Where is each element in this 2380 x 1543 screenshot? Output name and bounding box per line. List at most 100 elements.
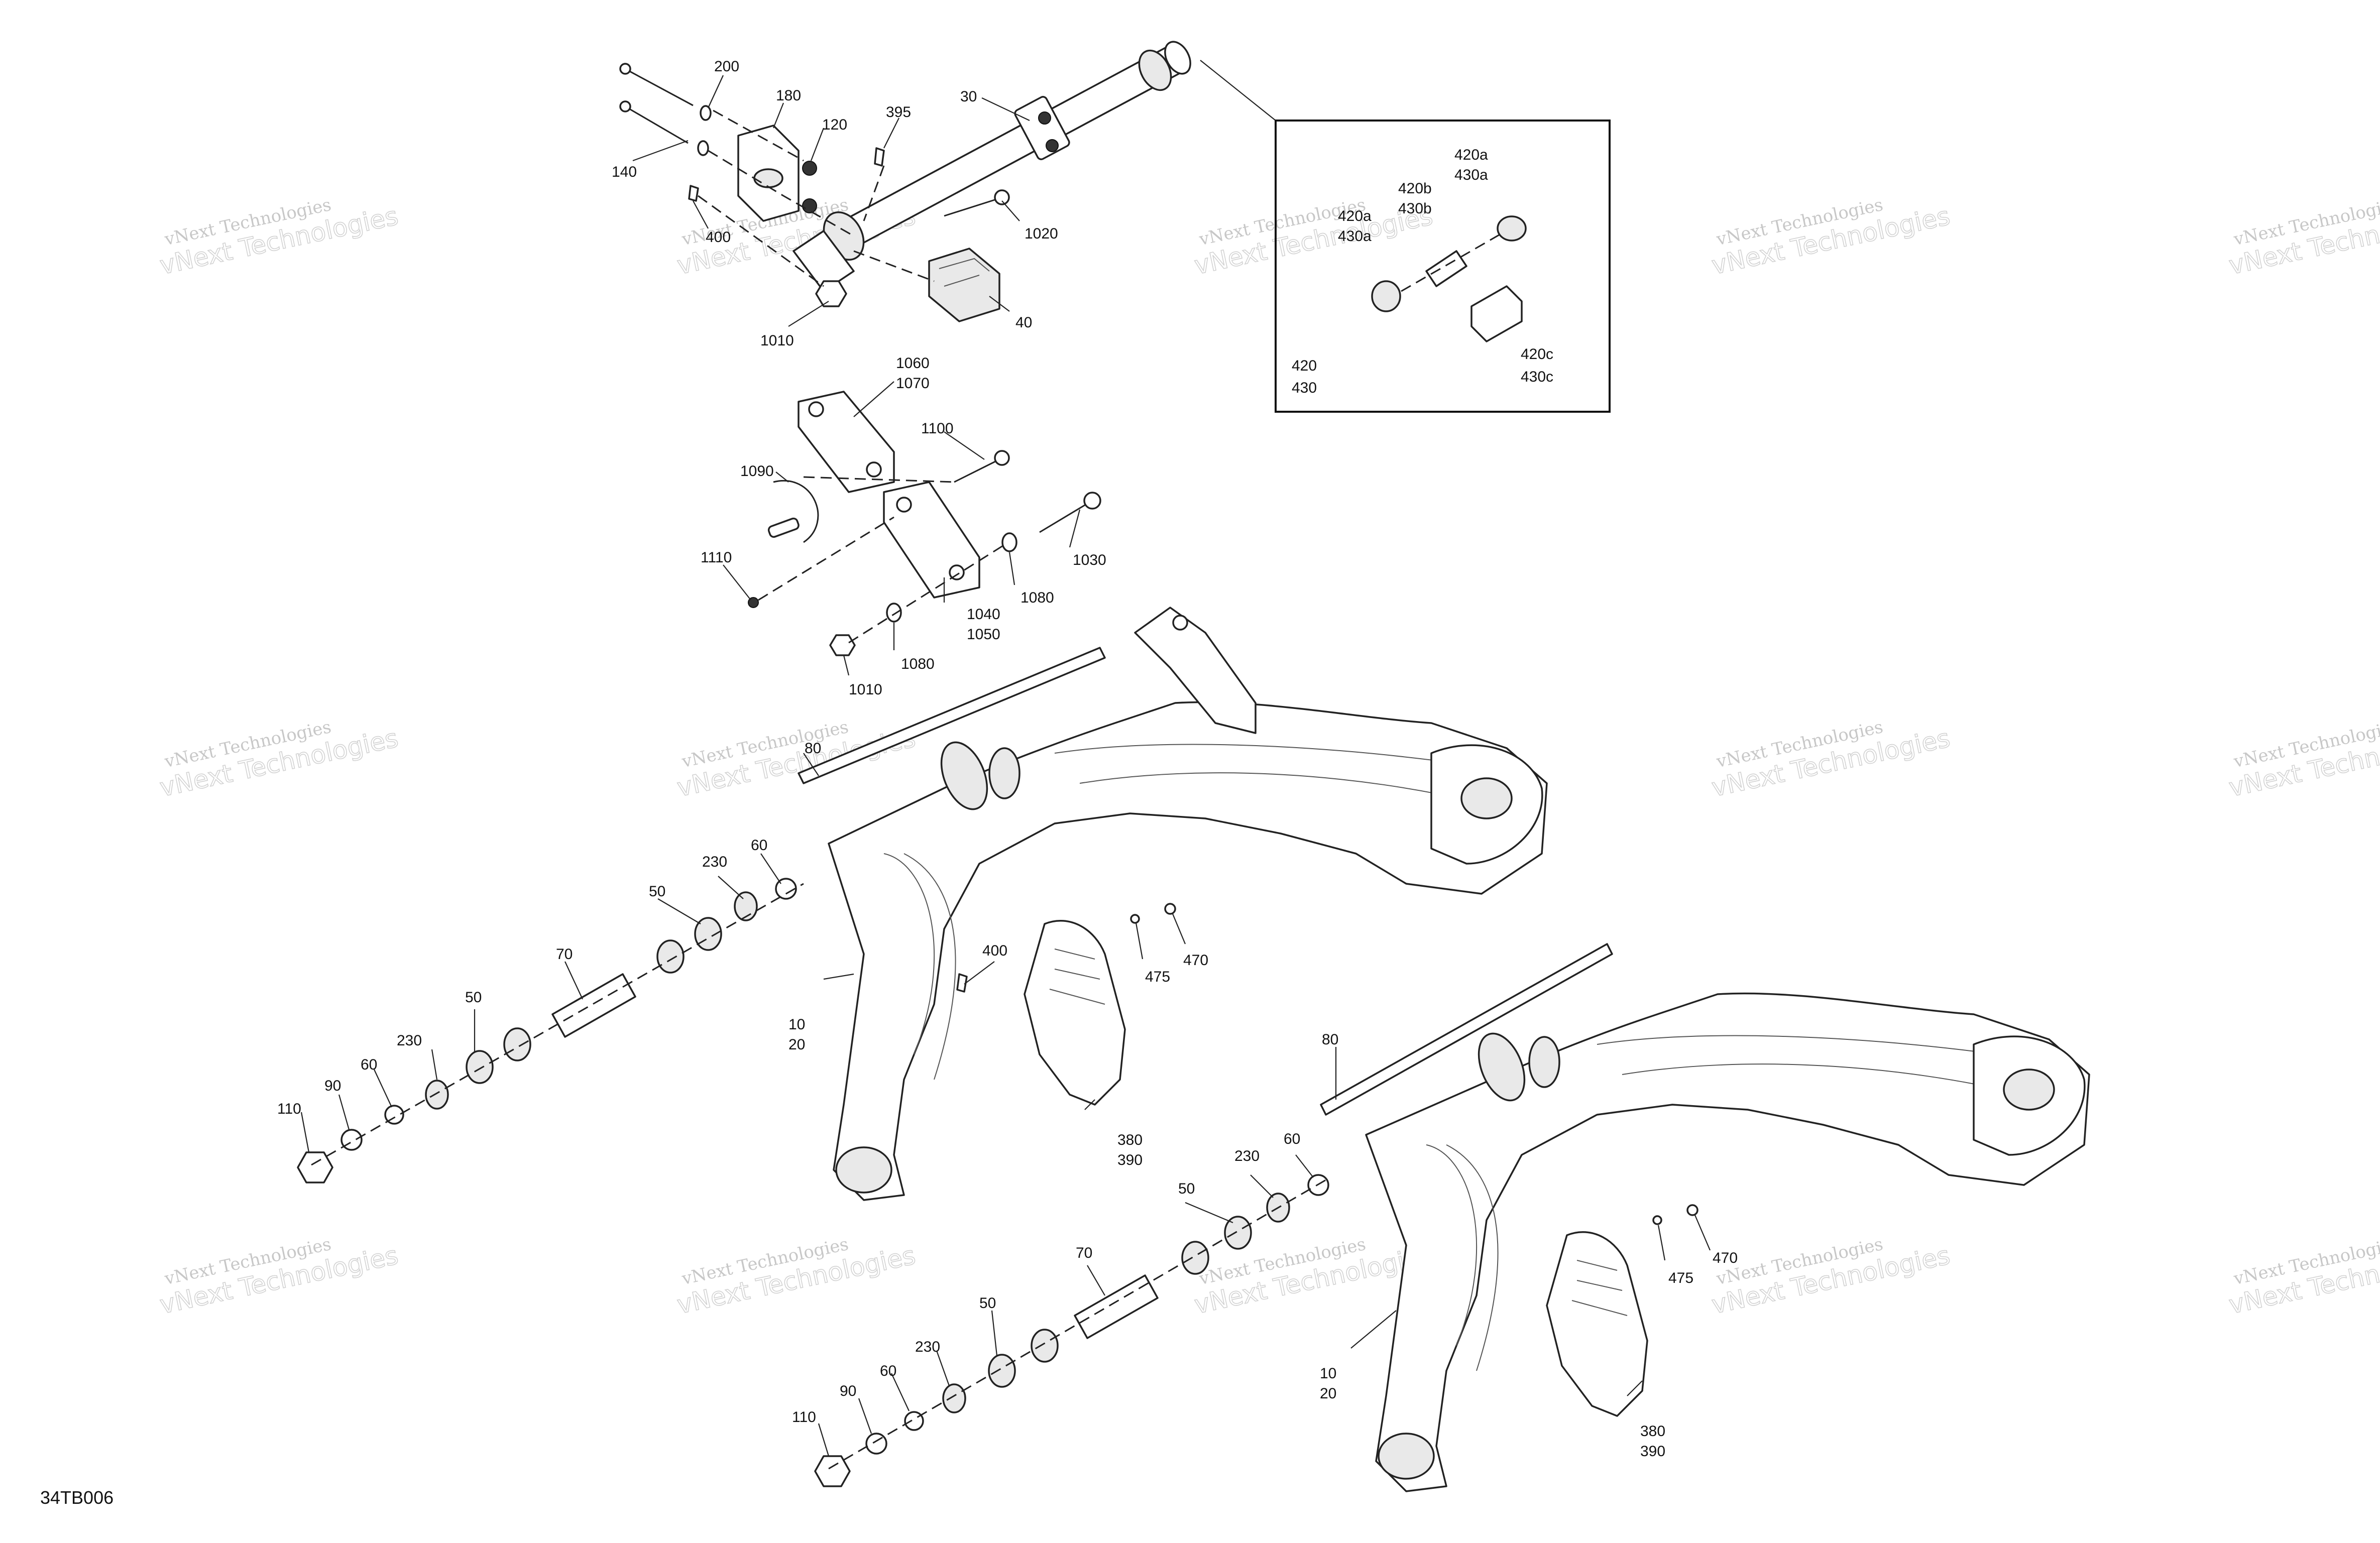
callout-380[interactable]: 380: [1640, 1423, 1665, 1440]
callout-120[interactable]: 120: [822, 116, 847, 133]
bearing-50[interactable]: [503, 1027, 531, 1061]
inset-callout-430b[interactable]: 430b: [1398, 200, 1432, 217]
callout-470[interactable]: 470: [1713, 1250, 1738, 1266]
fitting-400[interactable]: [688, 185, 699, 202]
callout-50[interactable]: 50: [1178, 1180, 1195, 1197]
washer-1080[interactable]: [886, 603, 902, 623]
callout-390[interactable]: 390: [1640, 1443, 1665, 1460]
callout-140[interactable]: 140: [612, 164, 637, 180]
seal-60[interactable]: [775, 878, 797, 900]
inset-callout-420b[interactable]: 420b: [1398, 180, 1432, 197]
callout-395[interactable]: 395: [886, 104, 911, 121]
callout-40[interactable]: 40: [1015, 314, 1032, 331]
nut-110[interactable]: [297, 1151, 333, 1183]
callout-400[interactable]: 400: [706, 229, 731, 246]
callout-70[interactable]: 70: [556, 946, 573, 963]
callout-90[interactable]: 90: [324, 1078, 341, 1094]
callout-80[interactable]: 80: [1322, 1031, 1338, 1048]
callout-50[interactable]: 50: [649, 883, 665, 900]
inset-clamp-420c[interactable]: [1470, 285, 1523, 342]
inset-callout-430c[interactable]: 430c: [1521, 369, 1553, 385]
trailing-arm-10[interactable]: [828, 701, 1548, 1201]
callout-1080[interactable]: 1080: [1021, 589, 1054, 606]
washer[interactable]: [697, 140, 709, 156]
washer[interactable]: [700, 105, 712, 121]
callout-60[interactable]: 60: [361, 1056, 377, 1073]
washer-475[interactable]: [1130, 914, 1140, 924]
callout-1030[interactable]: 1030: [1073, 552, 1106, 568]
callout-230[interactable]: 230: [1234, 1148, 1260, 1164]
bolt-140-head[interactable]: [619, 100, 631, 112]
inset-callout-420[interactable]: 420: [1292, 358, 1317, 374]
inset-callout-420c[interactable]: 420c: [1521, 346, 1553, 363]
spacer-70[interactable]: [551, 973, 636, 1038]
callout-1110[interactable]: 1110: [701, 549, 732, 566]
callout-110[interactable]: 110: [277, 1101, 301, 1117]
callout-380[interactable]: 380: [1117, 1132, 1143, 1148]
shock-mount[interactable]: [1134, 607, 1257, 734]
spacer-70[interactable]: [1074, 1274, 1159, 1339]
inset-callout-430[interactable]: 430: [1292, 380, 1317, 396]
callout-1020[interactable]: 1020: [1025, 225, 1058, 242]
bushing-block-40[interactable]: [928, 248, 1000, 322]
callout-390[interactable]: 390: [1117, 1152, 1143, 1168]
screw-470[interactable]: [1164, 903, 1176, 915]
inset-bushing-420a-2[interactable]: [1371, 280, 1401, 312]
callout-1040[interactable]: 1040: [967, 606, 1000, 623]
shaft-80[interactable]: [1320, 943, 1613, 1116]
nut-120[interactable]: [802, 198, 817, 213]
callout-10[interactable]: 10: [788, 1016, 805, 1033]
callout-90[interactable]: 90: [840, 1383, 856, 1399]
washer-475[interactable]: [1652, 1215, 1662, 1225]
callout-60[interactable]: 60: [880, 1363, 896, 1379]
callout-400[interactable]: 400: [982, 942, 1007, 959]
washer-90[interactable]: [865, 1433, 887, 1455]
guard-390[interactable]: [1546, 1231, 1648, 1417]
seal-230[interactable]: [425, 1080, 449, 1110]
callout-475[interactable]: 475: [1145, 969, 1170, 985]
bolt-200-head[interactable]: [619, 63, 631, 75]
grease-fitting-395[interactable]: [874, 147, 885, 167]
seal-230[interactable]: [942, 1383, 966, 1413]
bearing-50[interactable]: [1031, 1329, 1059, 1363]
callout-1090[interactable]: 1090: [740, 463, 774, 480]
callout-70[interactable]: 70: [1076, 1245, 1092, 1261]
callout-20[interactable]: 20: [1320, 1385, 1336, 1402]
callout-230[interactable]: 230: [915, 1339, 940, 1355]
fitting-400[interactable]: [956, 973, 968, 993]
seal-60[interactable]: [384, 1105, 404, 1125]
nut-120[interactable]: [802, 161, 817, 176]
callout-30[interactable]: 30: [960, 88, 977, 105]
inset-callout-430a[interactable]: 430a: [1454, 167, 1488, 183]
bolt-1020-head[interactable]: [994, 189, 1010, 205]
inset-callout-430a-2[interactable]: 430a: [1338, 228, 1372, 245]
callout-1050[interactable]: 1050: [967, 626, 1000, 643]
callout-230[interactable]: 230: [397, 1032, 422, 1049]
bearing-50[interactable]: [1224, 1216, 1252, 1250]
callout-475[interactable]: 475: [1668, 1270, 1693, 1286]
washer-1080[interactable]: [1001, 532, 1017, 552]
nut-1010[interactable]: [815, 280, 847, 307]
callout-50[interactable]: 50: [465, 989, 482, 1006]
bearing-50[interactable]: [466, 1050, 494, 1084]
nut-1010[interactable]: [829, 634, 856, 656]
bolt-1100-head[interactable]: [994, 450, 1010, 466]
callout-180[interactable]: 180: [776, 87, 801, 104]
callout-1010[interactable]: 1010: [849, 681, 882, 698]
bearing-50[interactable]: [1181, 1241, 1209, 1275]
callout-470[interactable]: 470: [1183, 952, 1208, 969]
guard-380[interactable]: [1024, 920, 1126, 1106]
screw-470[interactable]: [1686, 1204, 1698, 1216]
callout-80[interactable]: 80: [805, 740, 821, 757]
callout-1080[interactable]: 1080: [901, 656, 935, 672]
bolt-1030-head[interactable]: [1083, 492, 1101, 510]
callout-1010[interactable]: 1010: [760, 332, 794, 349]
nut-110[interactable]: [814, 1455, 851, 1487]
inset-callout-420a[interactable]: 420a: [1454, 147, 1488, 163]
callout-230[interactable]: 230: [702, 854, 727, 870]
seal-230[interactable]: [734, 891, 758, 921]
bearing-50[interactable]: [656, 939, 685, 974]
callout-1060[interactable]: 1060: [896, 355, 930, 372]
inset-callout-420a-2[interactable]: 420a: [1338, 208, 1372, 224]
bearing-50[interactable]: [988, 1354, 1016, 1388]
